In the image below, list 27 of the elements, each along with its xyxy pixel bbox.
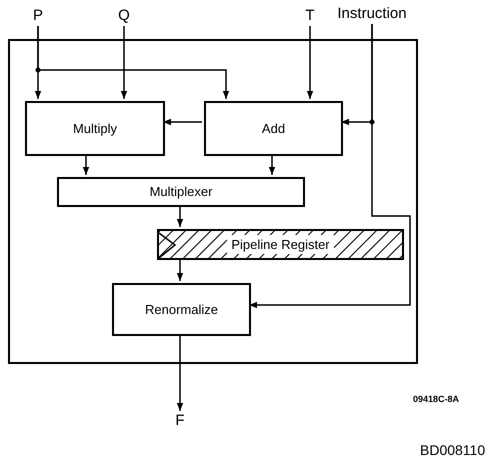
signal-label: F: [172, 411, 188, 431]
block-label: Multiply: [72, 120, 118, 138]
arrow: [306, 26, 314, 99]
block-box: [25, 101, 165, 156]
arrow: [176, 205, 184, 227]
figure-code: 09418C-8A: [413, 393, 460, 406]
block-box: [57, 177, 305, 207]
signal-label: P: [30, 6, 46, 26]
arrow: [249, 24, 411, 308]
arrow: [176, 334, 184, 411]
signal-label: Instruction: [332, 5, 412, 24]
block-label: Renormalize: [145, 300, 218, 319]
signal-label: T: [302, 6, 318, 26]
arrow: [268, 154, 276, 175]
block-label: Add: [262, 120, 286, 138]
outer-frame: [8, 39, 418, 364]
block-label: Pipeline Register: [227, 234, 334, 254]
block-box: [112, 283, 251, 336]
arrow: [176, 258, 184, 281]
arrow: [120, 26, 128, 99]
figure-code: BD008110: [420, 441, 486, 457]
block-label: Multiplexer: [150, 183, 212, 202]
arrow: [82, 154, 90, 175]
arrow: [37, 26, 230, 99]
signal-label: Q: [116, 6, 132, 26]
block-box: [204, 101, 343, 156]
arrow: [163, 118, 202, 126]
